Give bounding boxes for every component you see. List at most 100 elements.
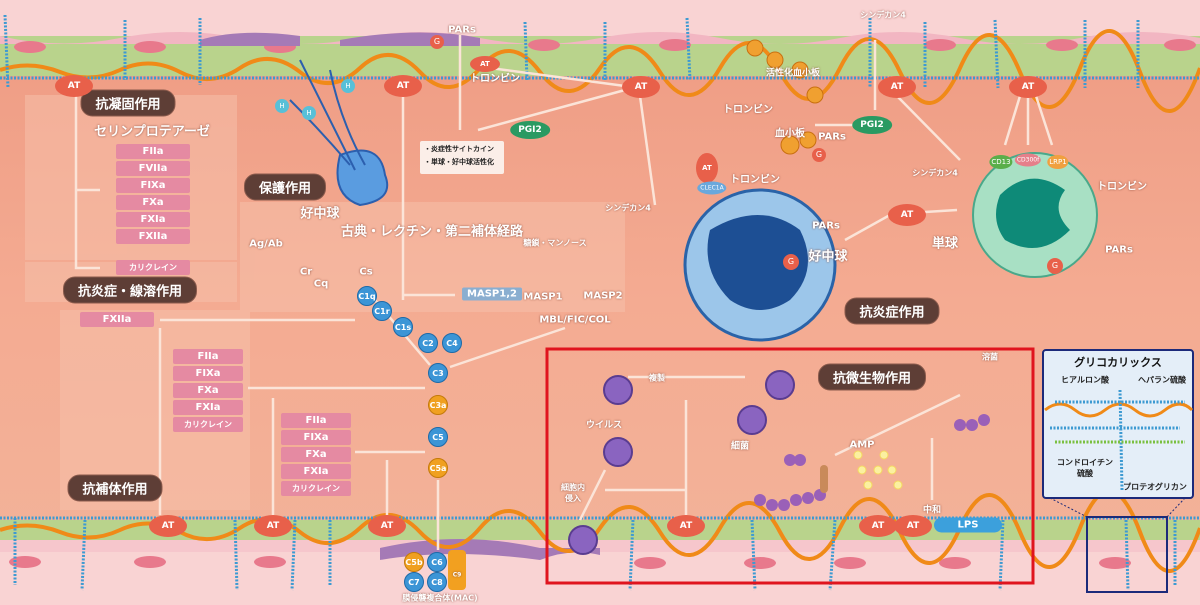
complement-c2: C2 <box>418 333 438 353</box>
antithrombin: AT <box>894 515 932 537</box>
pgi2: PGI2 <box>510 121 550 139</box>
thrombin-label: トロンビン <box>1097 181 1147 193</box>
antithrombin: AT <box>254 515 292 537</box>
g-protein: G <box>430 35 444 49</box>
factor-box: FXa <box>116 195 190 210</box>
section-antiinflammatory: 抗炎症作用 <box>844 297 940 325</box>
cd300f-receptor: CD300f <box>1014 153 1042 167</box>
syndecan4-label: シンデカン4 <box>605 203 651 213</box>
antithrombin: AT <box>696 153 718 183</box>
complement-c9: C9 <box>452 571 462 579</box>
factor-box: FXa <box>281 447 351 462</box>
virus-label: ウイルス <box>585 420 623 431</box>
section-antimicrobial: 抗微生物作用 <box>817 363 927 391</box>
factor-box: FIIa <box>116 144 190 159</box>
mannose-label: 糖鎖・マンノース <box>523 238 587 248</box>
pars-label: PARs <box>812 220 840 232</box>
factor-box: FXIIa <box>80 312 154 327</box>
glycocalyx-title: グリコカリックス <box>1074 356 1162 369</box>
heparan-label: ヘパラン硫酸 <box>1138 375 1186 385</box>
syndecan4-label: シンデカン4 <box>912 168 958 178</box>
complement-c5b: C5b <box>404 552 424 572</box>
antithrombin: AT <box>149 515 187 537</box>
mbl-label: MBL/FIC/COL <box>539 314 611 326</box>
mac-label: 膜侵襲複合体(MAC) <box>402 593 478 603</box>
syndecan4-label: シンデカン4 <box>860 10 906 20</box>
proteoglycan-label: プロテオグリカン <box>1123 482 1187 492</box>
complement-c7: C7 <box>404 572 424 592</box>
activated-platelet-label: 活性化血小板 <box>765 68 821 79</box>
note-item: ・単球・好中球活性化 <box>424 158 494 166</box>
factor-box: カリクレイン <box>173 417 243 432</box>
neutrophil-label: 好中球 <box>808 249 848 265</box>
factor-box: FIIa <box>281 413 351 428</box>
pgi2: PGI2 <box>852 116 892 134</box>
section-anticomplement: 抗補体作用 <box>67 474 163 502</box>
factor-box: FXIa <box>116 212 190 227</box>
h-molecule: H <box>341 79 355 93</box>
section-anticoagulant: 抗凝固作用 <box>80 89 176 117</box>
complement-c8: C8 <box>427 572 447 592</box>
antithrombin: AT <box>55 75 93 97</box>
amp-label: AMP <box>849 439 875 451</box>
complement-c4: C4 <box>442 333 462 353</box>
cell-invasion-label: 細胞内侵入 <box>561 483 585 503</box>
lysis-label: 溶菌 <box>982 352 998 362</box>
masp2-label: MASP2 <box>583 290 623 302</box>
h-molecule: H <box>275 99 289 113</box>
ag-ab-label: Ag/Ab <box>249 238 283 250</box>
pars-label: PARs <box>448 24 476 36</box>
antithrombin: AT <box>888 204 926 226</box>
complement-c1r: C1r <box>372 301 392 321</box>
antithrombin: AT <box>1009 76 1047 98</box>
factor-box: FIXa <box>173 366 243 381</box>
factor-box: FIXa <box>116 178 190 193</box>
masp12-box: MASP1,2 <box>462 287 522 301</box>
g-protein: G <box>812 148 826 162</box>
antithrombin: AT <box>859 515 897 537</box>
thrombin-label: トロンビン <box>730 174 780 186</box>
hyaluronic-label: ヒアルロン酸 <box>1061 375 1109 385</box>
cq-label: Cq <box>313 278 329 290</box>
masp1-label: MASP1 <box>523 291 563 303</box>
complement-c5: C5 <box>428 427 448 447</box>
lps: LPS <box>934 517 1002 533</box>
complement-c3a: C3a <box>428 395 448 415</box>
pars-label: PARs <box>1105 244 1133 256</box>
antithrombin: AT <box>368 515 406 537</box>
factor-box: FXIa <box>173 400 243 415</box>
neutralize-label: 中和 <box>922 505 942 516</box>
complement-c5a: C5a <box>428 458 448 478</box>
notes-box: ・炎症性サイトカイン ・単球・好中球活性化 <box>420 141 504 174</box>
g-protein: G <box>783 254 799 270</box>
antithrombin: AT <box>878 76 916 98</box>
g-protein: G <box>1047 258 1063 274</box>
clec1a-receptor: CLEC1A <box>697 181 727 195</box>
note-item: ・炎症性サイトカイン <box>424 145 494 153</box>
antithrombin: AT <box>470 56 500 72</box>
platelet-label: 血小板 <box>775 128 805 140</box>
thrombin-label: トロンビン <box>470 73 520 85</box>
bacteria-label: 細菌 <box>730 441 750 452</box>
serine-protease-label: セリンプロテアーゼ <box>94 124 210 140</box>
factor-box: FIIa <box>173 349 243 364</box>
complement-c1s: C1s <box>393 317 413 337</box>
lrp1-receptor: LRP1 <box>1047 155 1069 169</box>
neutrophil-label: 好中球 <box>300 206 340 222</box>
factor-box: FIXa <box>281 430 351 445</box>
complement-c1q: C1q <box>357 286 377 306</box>
antithrombin: AT <box>384 75 422 97</box>
antithrombin: AT <box>622 76 660 98</box>
pars-label: PARs <box>818 131 846 143</box>
factor-box: FXa <box>173 383 243 398</box>
chondroitin-label: コンドロイチン硫酸 <box>1057 458 1113 478</box>
complement-pathway-label: 古典・レクチン・第二補体経路 <box>340 224 524 240</box>
replication-label: 複製 <box>649 373 665 383</box>
factor-box: FXIa <box>281 464 351 479</box>
section-antiinflammatory-fibrinolytic: 抗炎症・線溶作用 <box>62 276 198 304</box>
kallikrein-box: カリクレイン <box>116 260 190 275</box>
cr-label: Cr <box>299 266 313 278</box>
complement-c6: C6 <box>427 552 447 572</box>
